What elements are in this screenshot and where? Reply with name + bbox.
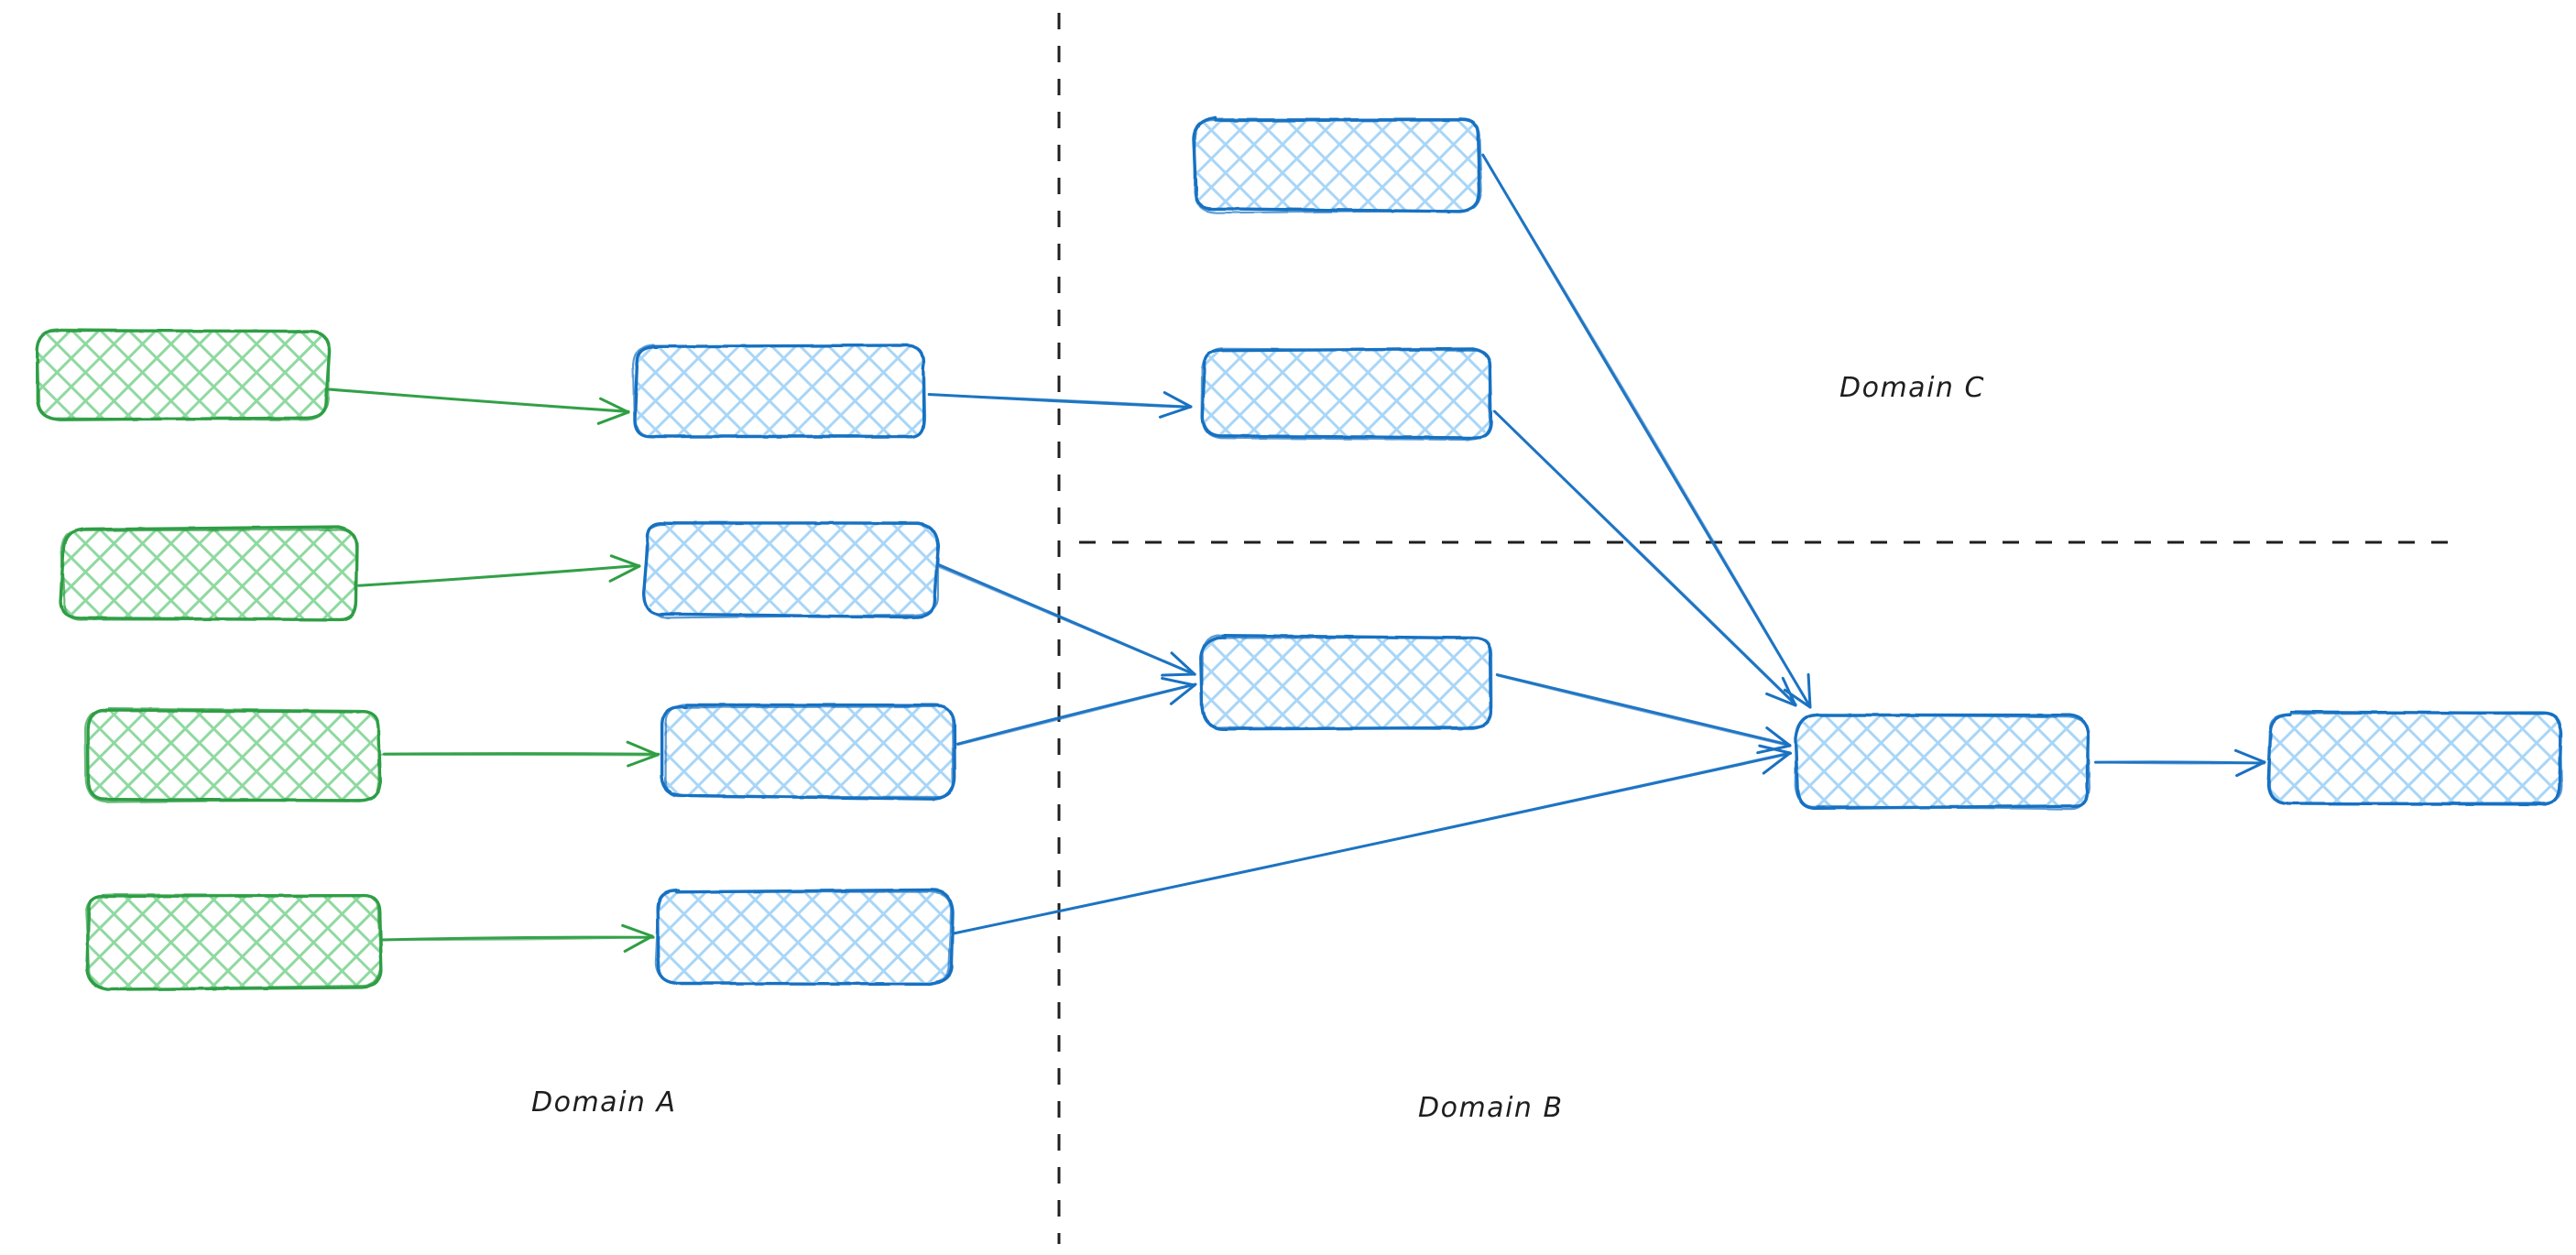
node-outline bbox=[1201, 634, 1493, 731]
node-outline bbox=[664, 703, 955, 799]
edge-stroke bbox=[359, 564, 640, 587]
label-domain-c: Domain C bbox=[1839, 372, 1985, 404]
edge-stroke bbox=[952, 751, 1791, 935]
node-fill bbox=[1203, 637, 1491, 728]
node-a1[interactable] bbox=[36, 328, 332, 421]
edge-e-b3-c3[interactable] bbox=[955, 676, 1197, 747]
edge-e-b2-c3[interactable] bbox=[937, 563, 1196, 677]
node-outline bbox=[85, 893, 383, 991]
node-fill bbox=[1195, 119, 1479, 211]
edge-e-d1-d2[interactable] bbox=[2093, 748, 2266, 778]
node-fill bbox=[1797, 716, 2089, 808]
arrowhead-barb bbox=[608, 564, 641, 583]
node-outline bbox=[2266, 710, 2563, 806]
arrowhead-barb bbox=[609, 554, 641, 568]
label-domain-a: Domain A bbox=[531, 1086, 677, 1119]
node-b1[interactable] bbox=[631, 344, 926, 439]
edge-stroke bbox=[956, 683, 1195, 747]
node-c2[interactable] bbox=[1200, 347, 1493, 442]
arrowhead-barb bbox=[1161, 672, 1196, 677]
edge-e-a3-b3[interactable] bbox=[380, 740, 660, 768]
edge-stroke bbox=[2095, 761, 2265, 765]
arrowhead-barb bbox=[596, 410, 630, 425]
arrowhead-barb bbox=[623, 934, 654, 953]
node-b2[interactable] bbox=[641, 520, 941, 619]
node-b4[interactable] bbox=[654, 888, 955, 986]
node-layer bbox=[36, 116, 2563, 991]
edge-stroke bbox=[380, 935, 654, 941]
node-outline bbox=[2268, 711, 2563, 804]
arrowhead-barb bbox=[1765, 692, 1797, 707]
edge-stroke bbox=[1481, 153, 1812, 709]
edge-e-c2-d1[interactable] bbox=[1492, 409, 1797, 707]
node-fill bbox=[664, 705, 955, 797]
divider-layer bbox=[1057, 13, 2464, 1244]
node-fill bbox=[87, 895, 380, 988]
arrowhead-barb bbox=[627, 753, 660, 768]
edge-e-b1-c2[interactable] bbox=[927, 391, 1193, 419]
arrowhead-barb bbox=[1169, 683, 1196, 705]
arrowhead-barb bbox=[1762, 751, 1792, 775]
edge-stroke bbox=[1497, 674, 1790, 748]
node-a4[interactable] bbox=[84, 893, 383, 991]
node-outline bbox=[1193, 117, 1483, 214]
node-outline bbox=[36, 328, 331, 421]
arrowhead-barb bbox=[621, 923, 654, 938]
node-outline bbox=[60, 528, 357, 621]
node-d2[interactable] bbox=[2266, 710, 2563, 806]
node-fill bbox=[658, 890, 951, 982]
arrowhead-barb bbox=[2235, 760, 2266, 778]
arrowhead-barb bbox=[2233, 748, 2266, 764]
node-outline bbox=[631, 344, 926, 439]
node-fill bbox=[87, 710, 380, 802]
edge-stroke bbox=[1495, 673, 1792, 747]
edge-e-c3-d1[interactable] bbox=[1495, 673, 1792, 755]
node-fill bbox=[635, 346, 925, 438]
arrowhead-barb bbox=[1170, 651, 1196, 676]
arrowhead-barb bbox=[1765, 726, 1792, 748]
edge-e-a1-b1[interactable] bbox=[327, 387, 630, 425]
edge-stroke bbox=[330, 387, 630, 414]
edge-stroke bbox=[380, 753, 659, 757]
edge-e-a2-b2[interactable] bbox=[357, 554, 641, 587]
node-fill bbox=[646, 524, 936, 616]
node-b3[interactable] bbox=[660, 703, 956, 801]
node-outline bbox=[83, 706, 380, 803]
node-fill bbox=[62, 529, 357, 620]
edge-stroke bbox=[927, 393, 1192, 409]
node-outline bbox=[84, 893, 383, 991]
arrowhead-barb bbox=[626, 740, 660, 757]
node-outline bbox=[1794, 713, 2091, 811]
node-fill bbox=[1203, 350, 1491, 438]
node-fill bbox=[2270, 713, 2560, 804]
edge-e-a4-b4[interactable] bbox=[380, 923, 655, 953]
node-outline bbox=[654, 890, 953, 986]
edge-e-b4-d1[interactable] bbox=[951, 744, 1793, 935]
arrowhead-barb bbox=[1158, 405, 1193, 419]
node-outline bbox=[1200, 347, 1491, 442]
node-a3[interactable] bbox=[83, 706, 382, 803]
arrowhead-barb bbox=[599, 397, 630, 414]
edge-stroke bbox=[1492, 409, 1797, 706]
node-c1[interactable] bbox=[1192, 116, 1483, 214]
label-domain-b: Domain B bbox=[1418, 1092, 1564, 1124]
arrowhead-barb bbox=[1806, 672, 1812, 709]
arrowhead-barb bbox=[1162, 391, 1193, 409]
arrowhead-barb bbox=[1781, 676, 1797, 707]
node-outline bbox=[643, 520, 940, 619]
arrowhead-barb bbox=[1161, 676, 1196, 687]
edge-stroke bbox=[938, 566, 1195, 676]
node-a2[interactable] bbox=[59, 525, 359, 622]
node-c3[interactable] bbox=[1199, 633, 1493, 731]
node-d1[interactable] bbox=[1794, 713, 2091, 811]
node-fill bbox=[38, 330, 328, 420]
edge-layer bbox=[327, 153, 2266, 953]
arrowhead-barb bbox=[1756, 744, 1792, 755]
edge-e-c1-d1[interactable] bbox=[1481, 153, 1812, 709]
